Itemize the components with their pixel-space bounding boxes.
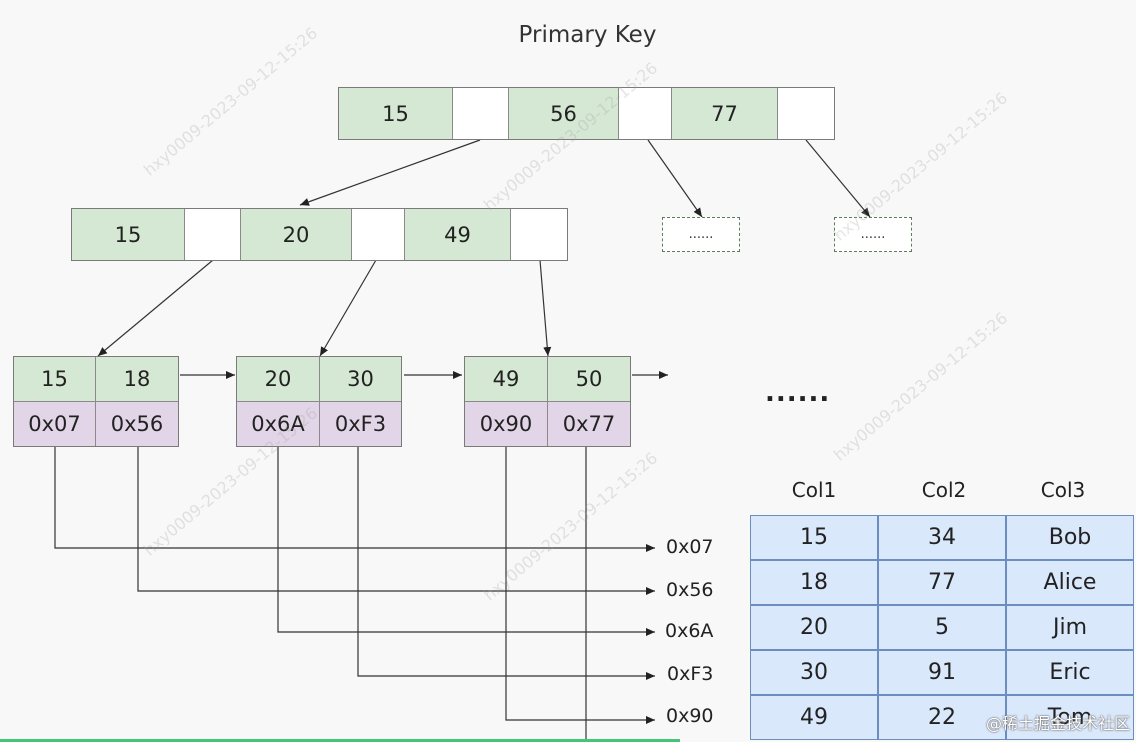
corner-watermark: @稀土掘金技术社区 <box>985 714 1130 733</box>
diagram-title: Primary Key <box>518 22 657 48</box>
leaf-key: 15 <box>14 357 96 402</box>
address-label: 0x56 <box>666 579 714 601</box>
leaf-address: 0x77 <box>548 402 630 446</box>
table-cell: Alice <box>1006 560 1134 605</box>
placeholder-node: ...... <box>662 217 740 252</box>
leaf-address: 0x56 <box>96 402 178 446</box>
internal-pointer <box>185 209 241 260</box>
table-cell: 91 <box>878 650 1006 695</box>
internal-pointer <box>511 209 567 260</box>
leaf-node: 20 30 0x6A 0xF3 <box>236 356 402 447</box>
root-key: 15 <box>339 88 453 139</box>
leaf-key: 18 <box>96 357 178 402</box>
data-table: 15 34 Bob 18 77 Alice 20 5 Jim 30 91 Eri… <box>750 515 1136 740</box>
table-cell: 34 <box>878 515 1006 560</box>
table-cell: 18 <box>750 560 878 605</box>
table-cell: 20 <box>750 605 878 650</box>
table-cell: Jim <box>1006 605 1134 650</box>
table-cell: Bob <box>1006 515 1134 560</box>
table-cell: 30 <box>750 650 878 695</box>
leaf-address: 0x07 <box>14 402 96 446</box>
root-key: 77 <box>672 88 778 139</box>
leaf-address: 0xF3 <box>320 402 401 446</box>
leaf-node: 15 18 0x07 0x56 <box>13 356 179 447</box>
leaf-key: 30 <box>320 357 401 402</box>
internal-pointer <box>352 209 405 260</box>
leaf-address: 0x90 <box>465 402 548 446</box>
internal-key: 20 <box>241 209 352 260</box>
table-header: Col1 <box>791 478 837 502</box>
leaf-key: 49 <box>465 357 548 402</box>
leaf-key: 20 <box>237 357 320 402</box>
table-cell: 49 <box>750 695 878 740</box>
root-pointer <box>619 88 672 139</box>
table-cell: 22 <box>878 695 1006 740</box>
placeholder-node: ...... <box>834 217 912 252</box>
root-pointer <box>778 88 834 139</box>
bottom-accent-bar <box>0 739 680 742</box>
address-label: 0xF3 <box>667 663 714 685</box>
root-key: 56 <box>509 88 619 139</box>
more-leaves-ellipsis: ...... <box>765 378 831 408</box>
table-header: Col3 <box>1040 478 1086 502</box>
leaf-key: 50 <box>548 357 630 402</box>
table-cell: Tom <box>1006 695 1134 740</box>
table-cell: 5 <box>878 605 1006 650</box>
table-header: Col2 <box>921 478 967 502</box>
root-pointer <box>453 88 509 139</box>
address-label: 0x07 <box>666 536 714 558</box>
internal-node: 15 20 49 <box>71 208 568 261</box>
table-cell: 15 <box>750 515 878 560</box>
leaf-node: 49 50 0x90 0x77 <box>464 356 631 447</box>
address-label: 0x90 <box>666 705 714 727</box>
internal-key: 49 <box>405 209 511 260</box>
leaf-address: 0x6A <box>237 402 320 446</box>
table-cell: Eric <box>1006 650 1134 695</box>
internal-key: 15 <box>72 209 185 260</box>
address-label: 0x6A <box>665 620 714 642</box>
root-node: 15 56 77 <box>338 87 835 140</box>
table-cell: 77 <box>878 560 1006 605</box>
